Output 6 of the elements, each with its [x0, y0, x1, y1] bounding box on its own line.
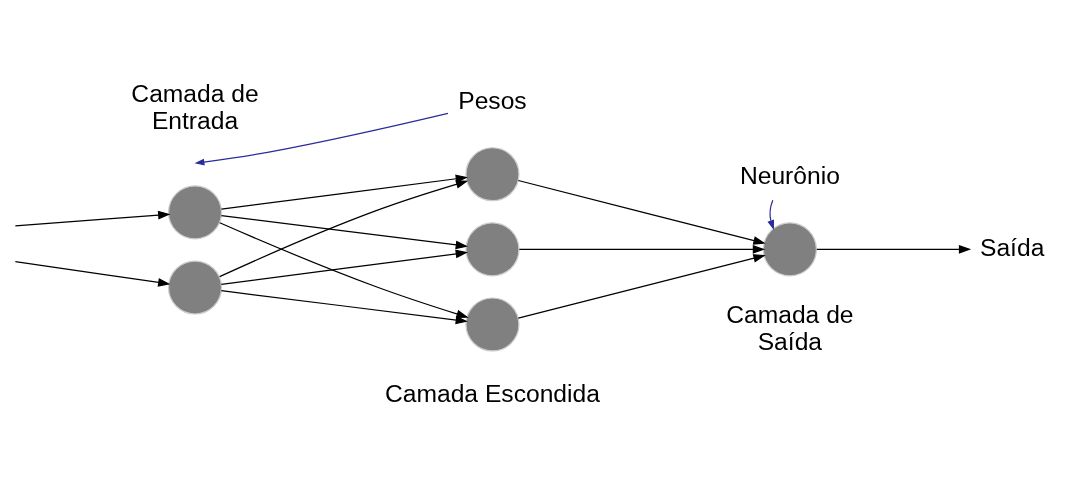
node-label: Camada de Saída [726, 301, 854, 356]
node-text: Neurônio [739, 162, 840, 190]
node-label: Camada Escondida [384, 380, 600, 408]
node-label: Camada de Entrada [131, 79, 259, 134]
node-text: Saída [980, 233, 1045, 261]
node-text: Pesos [458, 86, 527, 114]
